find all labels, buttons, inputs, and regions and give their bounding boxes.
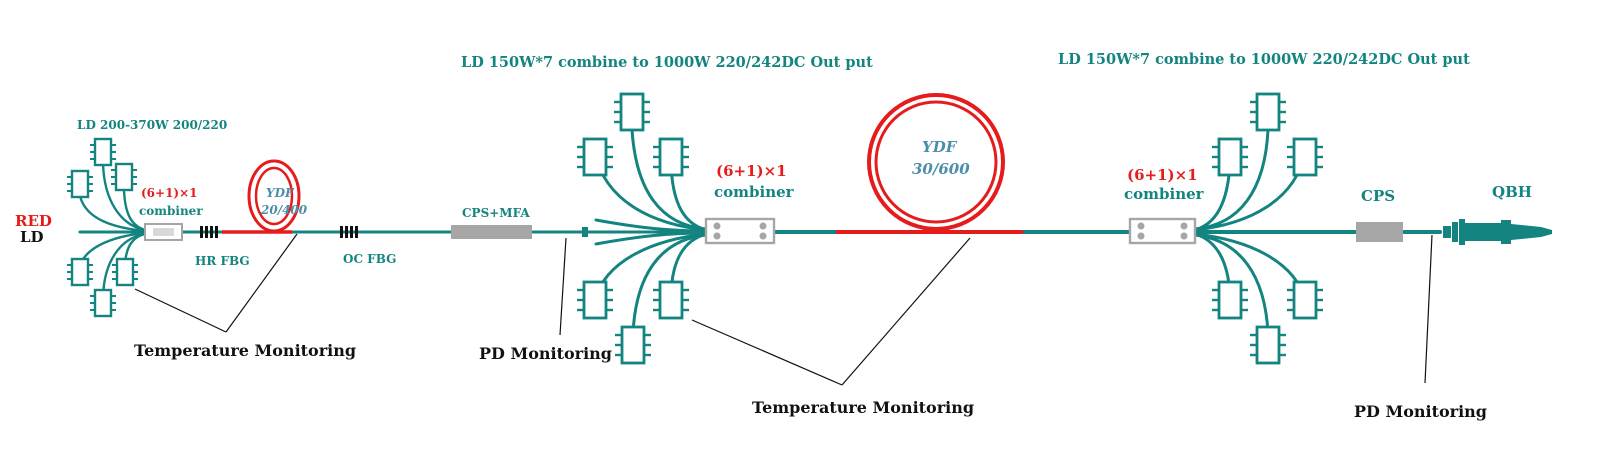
- oc-fbg-label: OC FBG: [343, 252, 396, 266]
- qbh-label: QBH: [1492, 183, 1532, 201]
- combiner2-ratio: (6+1)×1: [716, 162, 787, 180]
- oc-fbg: [340, 226, 358, 238]
- text-labels: RED LD LD 200-370W 200/220 (6+1)×1 combi…: [15, 51, 1532, 421]
- red-ld-label-line1: RED: [15, 212, 52, 230]
- pd-monitoring-label-1: PD Monitoring: [479, 344, 612, 363]
- ld-big-label-2: LD 150W*7 combine to 1000W 220/242DC Out…: [1058, 51, 1470, 68]
- red-ld-label-line2: LD: [20, 228, 44, 246]
- stage2-ld-array: [575, 92, 708, 365]
- combiner-3: [1128, 217, 1197, 245]
- ydf1-label-line2: 20/400: [260, 203, 308, 217]
- ydf2-label-line2: 30/600: [912, 160, 970, 178]
- pd-monitoring-label-2: PD Monitoring: [1354, 402, 1487, 421]
- stage3-ld-array: [1193, 92, 1325, 365]
- ydf2-label-line1: YDF: [922, 138, 958, 156]
- combiner1-word: combiner: [139, 204, 203, 218]
- combiner3-ratio: (6+1)×1: [1127, 166, 1198, 184]
- stage1-ld-array: [65, 137, 147, 318]
- qbh-connector: [1443, 219, 1552, 245]
- ld-small-label: LD 200-370W 200/220: [77, 118, 227, 132]
- cps-label: CPS: [1361, 187, 1395, 205]
- combiner1-ratio: (6+1)×1: [141, 186, 198, 200]
- ydf-coil-1: [222, 159, 301, 234]
- cps-mfa-label: CPS+MFA: [462, 206, 530, 220]
- combiner3-word: combiner: [1124, 185, 1205, 203]
- ld-big-label-1: LD 150W*7 combine to 1000W 220/242DC Out…: [461, 54, 873, 71]
- temp-monitoring-label-1: Temperature Monitoring: [134, 341, 356, 360]
- leader-lines: [134, 233, 1433, 386]
- combiner-1: [144, 223, 183, 241]
- hr-fbg: [200, 226, 218, 238]
- ydf-coil-2: [836, 93, 1023, 234]
- combiner-2: [704, 217, 776, 245]
- tap-coupler: [582, 227, 588, 237]
- cps-mfa-component: [451, 225, 532, 239]
- ydf1-label-line1: YDF: [266, 186, 295, 200]
- combiner2-word: combiner: [714, 183, 795, 201]
- hr-fbg-label: HR FBG: [195, 254, 250, 268]
- temp-monitoring-label-2: Temperature Monitoring: [752, 398, 974, 417]
- cps-component: [1356, 222, 1403, 242]
